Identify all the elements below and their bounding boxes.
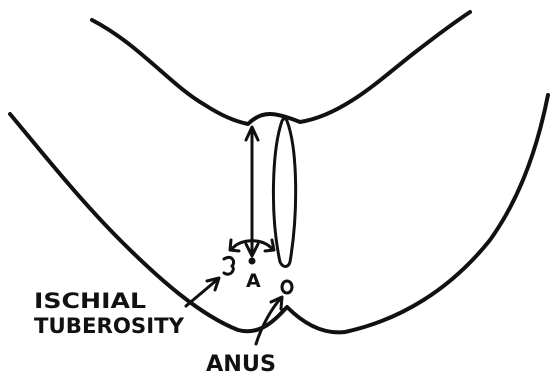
labial-outline <box>273 119 295 267</box>
anus-pointer-line <box>256 298 281 344</box>
anus-mark <box>282 281 292 293</box>
ischial-label-line1: ISCHIAL <box>34 289 146 313</box>
anus-label: ANUS <box>206 352 276 377</box>
ischial-pointer-line <box>186 279 218 306</box>
point-a-label: A <box>246 270 261 292</box>
upper-body-contour <box>92 12 470 124</box>
ischial-tuberosity-mark <box>224 257 234 274</box>
ischial-label-line2: TUBEROSITY <box>34 314 185 338</box>
point-a-dot <box>249 258 256 265</box>
